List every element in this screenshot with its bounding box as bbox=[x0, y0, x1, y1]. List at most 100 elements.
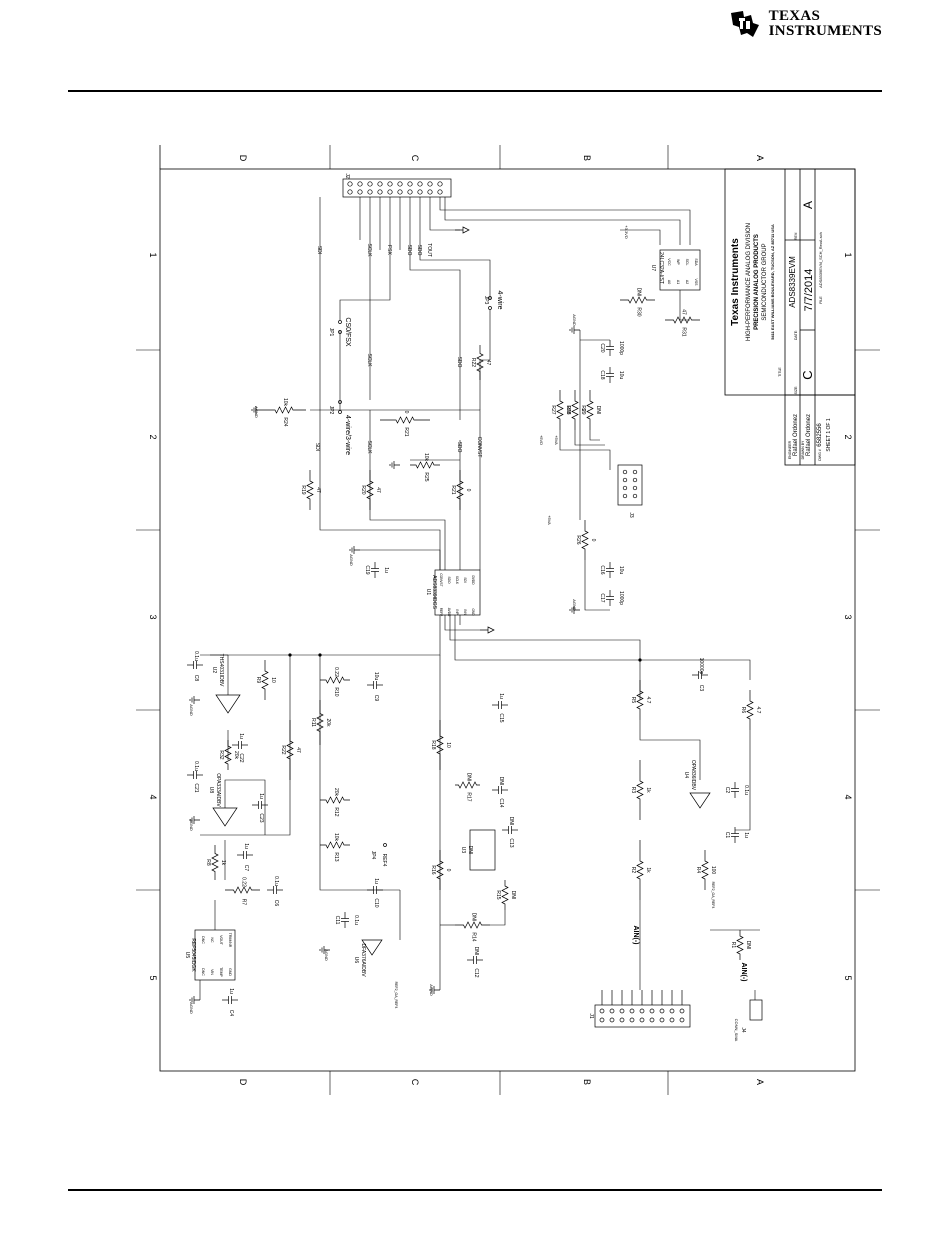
capacitor-value: 0.1u bbox=[743, 785, 749, 795]
capacitor-value: 10000p bbox=[698, 658, 704, 675]
capacitor-value: 0.1u bbox=[273, 876, 279, 886]
resistor-symbol bbox=[211, 845, 219, 880]
resistor-value: 4.7 bbox=[645, 697, 651, 704]
wire bbox=[419, 197, 491, 300]
capacitor-value: 0.1u bbox=[193, 651, 199, 661]
tb-size-label: SIZE: bbox=[794, 386, 798, 395]
resistor-ref: R24 bbox=[282, 417, 288, 426]
u7-pin-label: WP bbox=[676, 259, 680, 265]
ground-symbol bbox=[319, 946, 330, 954]
capacitor-ref: C8 bbox=[193, 675, 199, 682]
ti-wordmark-line1: TEXAS bbox=[768, 8, 821, 24]
net-label-sdi-2: SDI bbox=[314, 443, 320, 451]
frame-col-number-left: 2 bbox=[148, 434, 158, 439]
resistor-symbol bbox=[701, 850, 709, 890]
resistor-ref: R9 bbox=[255, 677, 261, 684]
tb-drawn-label: DRAWN BY bbox=[801, 440, 805, 459]
resistor-value: 100 bbox=[710, 866, 716, 875]
resistor-ref: R27 bbox=[550, 405, 556, 414]
resistor-value: DNI bbox=[565, 406, 571, 415]
frame-row-letter-top: D bbox=[238, 155, 248, 162]
resistor-ref: R17 bbox=[466, 792, 472, 801]
tb-company: Texas Instruments bbox=[730, 238, 741, 326]
resistor-symbol bbox=[581, 520, 589, 560]
frame-row-letter-top: C bbox=[410, 155, 420, 162]
sma-connector-j4 bbox=[749, 999, 763, 1021]
tb-dwg: 6582556 bbox=[817, 423, 823, 447]
resistor-value: DNI bbox=[510, 891, 516, 900]
net-label-sdo-2: SDO bbox=[416, 245, 422, 256]
ground-symbol bbox=[251, 406, 262, 414]
tb-size: C bbox=[800, 370, 815, 379]
u1-part: ADS8339IDGS bbox=[431, 575, 437, 609]
wire bbox=[200, 655, 291, 836]
connector-pin bbox=[437, 181, 443, 187]
resistor-ref: R20 bbox=[360, 485, 366, 494]
wire bbox=[439, 197, 691, 245]
u7-pin-label: VSS bbox=[694, 278, 698, 286]
tb-dwg-label: DWG # bbox=[818, 449, 822, 461]
connector-j3 bbox=[617, 464, 643, 506]
resistor-value: DNI bbox=[595, 406, 601, 415]
ground-symbol bbox=[189, 996, 200, 1004]
resistor-value: 4.7 bbox=[755, 707, 761, 714]
ref-net-label-2: REF2_OA_REF4 bbox=[711, 882, 715, 909]
j4-part-label: CONN_SMA bbox=[734, 1019, 739, 1042]
wire bbox=[224, 779, 266, 835]
wire bbox=[429, 197, 460, 231]
resistor-symbol bbox=[286, 720, 294, 780]
u4-part: OPA836IDBV bbox=[690, 760, 696, 791]
wire bbox=[559, 430, 611, 470]
j2-label: J2 bbox=[344, 173, 350, 179]
u7-pin-label: SCL bbox=[685, 259, 689, 266]
resistor-ref: R8 bbox=[205, 859, 211, 866]
capacitor-ref: C22 bbox=[238, 753, 244, 762]
tb-group-bold: PRECISION ANALOG PRODUCTS bbox=[754, 234, 760, 330]
jp2-4wire-3wire-label: 4-wire/3-wire bbox=[344, 415, 351, 455]
agnd-label: AGND bbox=[189, 704, 194, 716]
wire bbox=[369, 410, 446, 570]
connector-pin bbox=[367, 181, 373, 187]
resistor-ref: R29 bbox=[580, 405, 586, 414]
capacitor-ref: C16 bbox=[599, 565, 605, 574]
resistor-symbol bbox=[225, 886, 260, 894]
resistor-ref: R18 bbox=[430, 740, 436, 749]
connector-pin bbox=[427, 189, 433, 195]
resistor-ref: R30 bbox=[636, 307, 642, 316]
resistor-symbol bbox=[736, 930, 744, 960]
connector-pin bbox=[357, 181, 363, 187]
jp4-label: JP4 bbox=[370, 851, 376, 860]
u7-pin-label: SDA bbox=[694, 258, 698, 266]
connector-pin bbox=[397, 189, 403, 195]
resistor-value: 0 bbox=[580, 409, 586, 412]
ain-neg-label-2: AIN(-) bbox=[740, 962, 747, 981]
capacitor-ref: C2 bbox=[724, 787, 730, 794]
resistor-value: DNI bbox=[745, 941, 751, 950]
u5-pin-label: VOUT bbox=[219, 935, 223, 946]
net-label-fsx: FSX bbox=[386, 245, 392, 255]
resistor-value: 10k bbox=[282, 398, 288, 407]
u7-part: 24LC32A-I/ST bbox=[658, 252, 664, 284]
u7-pin-label: VCC bbox=[667, 258, 671, 266]
u8-part: OPA333AIDBV bbox=[215, 773, 221, 807]
u1-pin-label: SDO bbox=[447, 577, 451, 584]
resistor-ref: R1 bbox=[730, 942, 736, 949]
connector-j2 bbox=[342, 178, 452, 198]
u1-pin-label: SDI bbox=[463, 577, 467, 582]
resistor-symbol bbox=[746, 690, 754, 730]
capacitor-value: 1u bbox=[258, 793, 264, 799]
junction-dot bbox=[288, 653, 292, 657]
u5-pin-label: TRIM/NR bbox=[228, 933, 232, 948]
capacitor-ref: C21 bbox=[193, 783, 199, 792]
u5-pin-label: DNC bbox=[201, 968, 205, 976]
u1-pin-label: INP bbox=[455, 609, 459, 614]
wire bbox=[584, 560, 610, 611]
capacitor-value: 1u bbox=[373, 878, 379, 884]
capacitor-value: DNI bbox=[498, 777, 504, 786]
u1-pin-label: CONVST bbox=[439, 573, 443, 586]
u7-pin-label: A2 bbox=[685, 280, 689, 284]
u5-pin-label: TEMP bbox=[219, 967, 223, 977]
u5-part: REF5045IDGK bbox=[190, 938, 196, 972]
tb-sheet: SHEET 1 OF 1 bbox=[826, 418, 832, 451]
wire bbox=[319, 655, 400, 891]
